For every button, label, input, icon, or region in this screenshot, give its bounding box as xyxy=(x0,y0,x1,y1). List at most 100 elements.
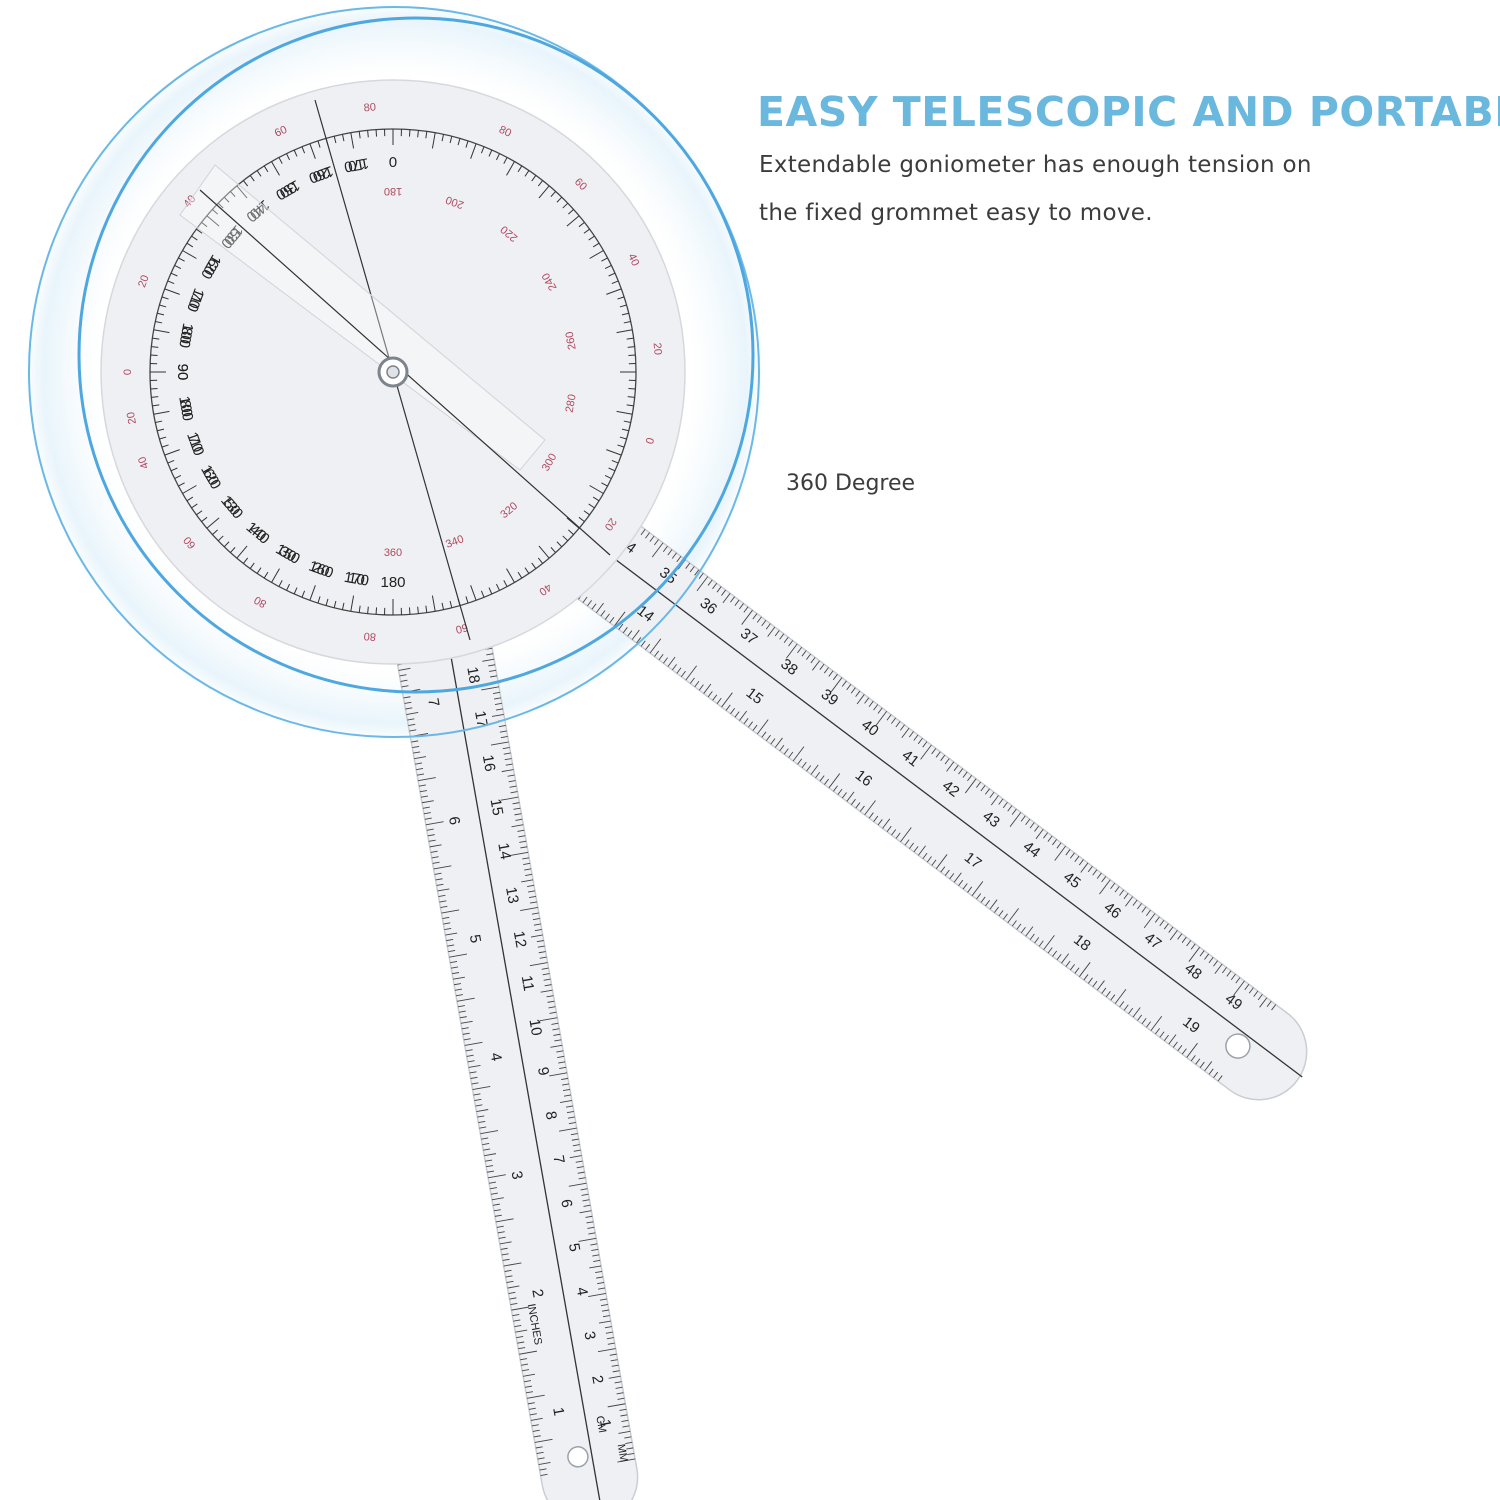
dial-tick xyxy=(457,138,461,146)
arm-tick-mm xyxy=(662,545,668,553)
arm-tick-mm xyxy=(576,1166,584,1169)
arm-tick-mm xyxy=(596,1276,604,1279)
arm-tick-mm xyxy=(621,1419,629,1422)
arm-tick-inch xyxy=(627,630,633,637)
arm-tick-inch xyxy=(667,656,676,667)
arm-tick-mm xyxy=(547,1000,555,1003)
arm-tick-mm xyxy=(1163,923,1169,930)
arm-tick-inch xyxy=(613,611,626,627)
arm-tick-inch xyxy=(464,1041,483,1046)
arm-tick-mm xyxy=(509,785,517,788)
arm-tick-mm xyxy=(502,747,510,750)
dial-tick xyxy=(606,449,622,456)
arm-tick-inch xyxy=(435,878,443,881)
arm-tick-inch xyxy=(636,637,642,644)
goniometer-arm-straight[interactable]: 1234567891011121314151617181234567INCHES… xyxy=(393,630,645,1500)
arm-tick-inch xyxy=(523,1380,532,1383)
arm-tick-inch xyxy=(944,869,950,876)
arm-tick-inch xyxy=(1195,1058,1201,1065)
arm-tick-mm xyxy=(990,795,999,806)
arm-tick-inch xyxy=(1020,927,1026,934)
arm-tick-mm xyxy=(1035,828,1044,840)
goniometer-dial[interactable]: 0101020203030404050506060707080809090100… xyxy=(100,79,686,665)
arm-tick-mm xyxy=(604,1326,612,1329)
arm-tick-inch xyxy=(421,800,434,804)
arm-tick-mm xyxy=(980,785,986,792)
arm-tick-mm xyxy=(1208,957,1214,964)
arm-tick-mm xyxy=(512,802,520,805)
arm-tick-inch xyxy=(533,1435,541,1438)
arm-tick-mm xyxy=(1244,983,1250,991)
arm-tick-inch xyxy=(536,1451,544,1454)
arm-tick-inch xyxy=(1141,1017,1147,1025)
arm-tick-inch xyxy=(459,1016,467,1019)
arm-label-inch: 15 xyxy=(743,684,767,708)
dial-label-black: 170 xyxy=(343,154,371,175)
dial-tick xyxy=(425,131,428,139)
dial-label-outer: 0 xyxy=(642,436,655,445)
arm-tick-mm xyxy=(520,846,528,849)
arm-tick-inch xyxy=(449,953,467,958)
arm-tick-mm xyxy=(752,613,758,620)
arm-tick-inch xyxy=(431,856,439,859)
arm-label-inch: 3 xyxy=(508,1170,526,1181)
arm-tick-mm xyxy=(533,923,541,926)
arm-label-inch: 16 xyxy=(852,767,876,791)
arm-label-inch: 17 xyxy=(961,849,985,873)
arm-tick-mm xyxy=(743,606,749,613)
arm-tick-inch xyxy=(514,1325,522,1328)
arm-tick-mm xyxy=(738,603,744,610)
arm-tick-mm xyxy=(958,768,964,775)
arm-tick-inch xyxy=(609,616,615,624)
goniometer-arm-angled[interactable]: 3233343536373839404142434445464748491314… xyxy=(423,406,1327,1121)
arm-tick-inch xyxy=(398,667,411,671)
arm-label-cm: 1 xyxy=(596,1418,614,1429)
arm-tick-inch xyxy=(801,761,807,768)
arm-tick-inch xyxy=(1087,977,1093,984)
arm-tick-inch xyxy=(833,785,838,792)
dial-tick xyxy=(503,580,508,587)
arm-tick-mm xyxy=(1141,906,1147,913)
arm-tick-inch xyxy=(1190,1055,1196,1062)
dial-tick xyxy=(263,165,269,173)
arm-tick-inch xyxy=(694,680,700,688)
dial-label-red: 180 xyxy=(384,185,402,197)
arm-tick-mm xyxy=(580,1188,588,1191)
dial-tick xyxy=(425,605,428,613)
arm-tick-inch xyxy=(1025,926,1034,937)
arm-tick-inch xyxy=(448,949,456,953)
arm-tick-mm xyxy=(1204,953,1210,960)
arm-tick-inch xyxy=(469,1071,477,1074)
dial-tick xyxy=(358,131,361,139)
arm-tick-inch xyxy=(1146,1021,1152,1028)
arm-tick-mm xyxy=(522,857,530,860)
arm-tick-mm xyxy=(503,752,511,755)
arm-tick-inch xyxy=(428,839,436,842)
dial-label-outer: 40 xyxy=(625,252,641,268)
arm-tick-inch xyxy=(433,865,452,870)
dial-tick xyxy=(161,296,169,300)
arm-tick-mm xyxy=(559,1066,567,1070)
arm-tick-inch xyxy=(483,1148,491,1151)
arm-tick-mm xyxy=(1043,832,1049,839)
arm-tick-inch xyxy=(931,859,937,866)
arm-tick-inch xyxy=(707,691,713,698)
arm-tick-inch xyxy=(535,1446,543,1449)
dial-tick xyxy=(293,587,298,595)
arm-tick-inch xyxy=(436,883,444,886)
arm-tick-mm xyxy=(557,1055,565,1058)
dial-tick xyxy=(243,557,249,564)
arm-label-cm: 3 xyxy=(580,1330,598,1341)
arm-tick-mm xyxy=(1078,859,1084,866)
arm-tick-mm xyxy=(901,727,910,738)
arm-tick-mm xyxy=(546,995,554,998)
dial-tick xyxy=(159,304,167,308)
arm-tick-mm xyxy=(721,589,727,596)
arm-tick-inch xyxy=(824,778,830,785)
arm-tick-inch xyxy=(411,740,419,743)
arm-tick-mm xyxy=(591,1248,599,1251)
arm-tick-inch xyxy=(810,764,819,775)
dial-tick xyxy=(243,180,249,187)
arm-tick-mm xyxy=(568,1182,587,1187)
arm-tick-inch xyxy=(748,721,753,728)
